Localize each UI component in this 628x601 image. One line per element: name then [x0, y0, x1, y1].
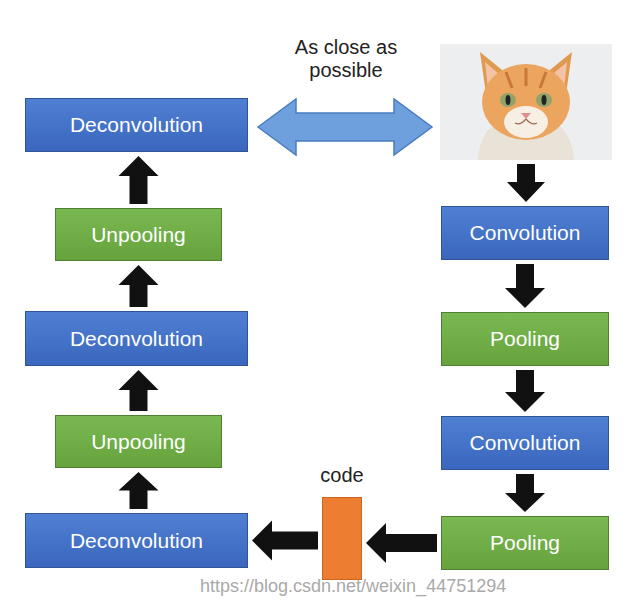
- block-arrow: [366, 523, 437, 563]
- box-text: Pooling: [484, 327, 566, 351]
- box-text: Pooling: [484, 531, 566, 555]
- box-text: Convolution: [464, 431, 587, 455]
- conv-box: Deconvolution: [25, 311, 248, 366]
- conv-box: Deconvolution: [25, 513, 248, 568]
- code-box: code: [322, 497, 362, 580]
- cat-photo: [440, 44, 612, 160]
- pool-box: Unpooling: [55, 208, 222, 261]
- conv-box: Deconvolution: [25, 98, 248, 152]
- conv-box: Convolution: [441, 206, 609, 260]
- pool-box: Pooling: [441, 312, 609, 366]
- block-arrow: [119, 265, 159, 307]
- arrow-label: As close as possible: [280, 36, 412, 82]
- box-text: Unpooling: [85, 223, 192, 247]
- box-text: Convolution: [464, 221, 587, 245]
- box-heading: code: [320, 464, 363, 487]
- box-text: Unpooling: [85, 430, 192, 454]
- box-text: Deconvolution: [64, 529, 209, 553]
- block-arrow: [505, 370, 545, 412]
- block-arrow: [507, 164, 545, 202]
- pool-box: Unpooling: [55, 415, 222, 468]
- block-arrow: [119, 472, 159, 509]
- block-arrow: [252, 521, 318, 561]
- block-arrow: [119, 370, 159, 411]
- pool-box: Pooling: [441, 516, 609, 570]
- watermark: https://blog.csdn.net/weixin_44751294: [200, 576, 620, 597]
- box-text: Deconvolution: [64, 327, 209, 351]
- block-arrow: [119, 156, 159, 204]
- block-arrow: [505, 474, 545, 512]
- box-text: Deconvolution: [64, 113, 209, 137]
- conv-box: Convolution: [441, 416, 609, 470]
- double-arrow: [258, 99, 432, 155]
- block-arrow: [505, 264, 545, 308]
